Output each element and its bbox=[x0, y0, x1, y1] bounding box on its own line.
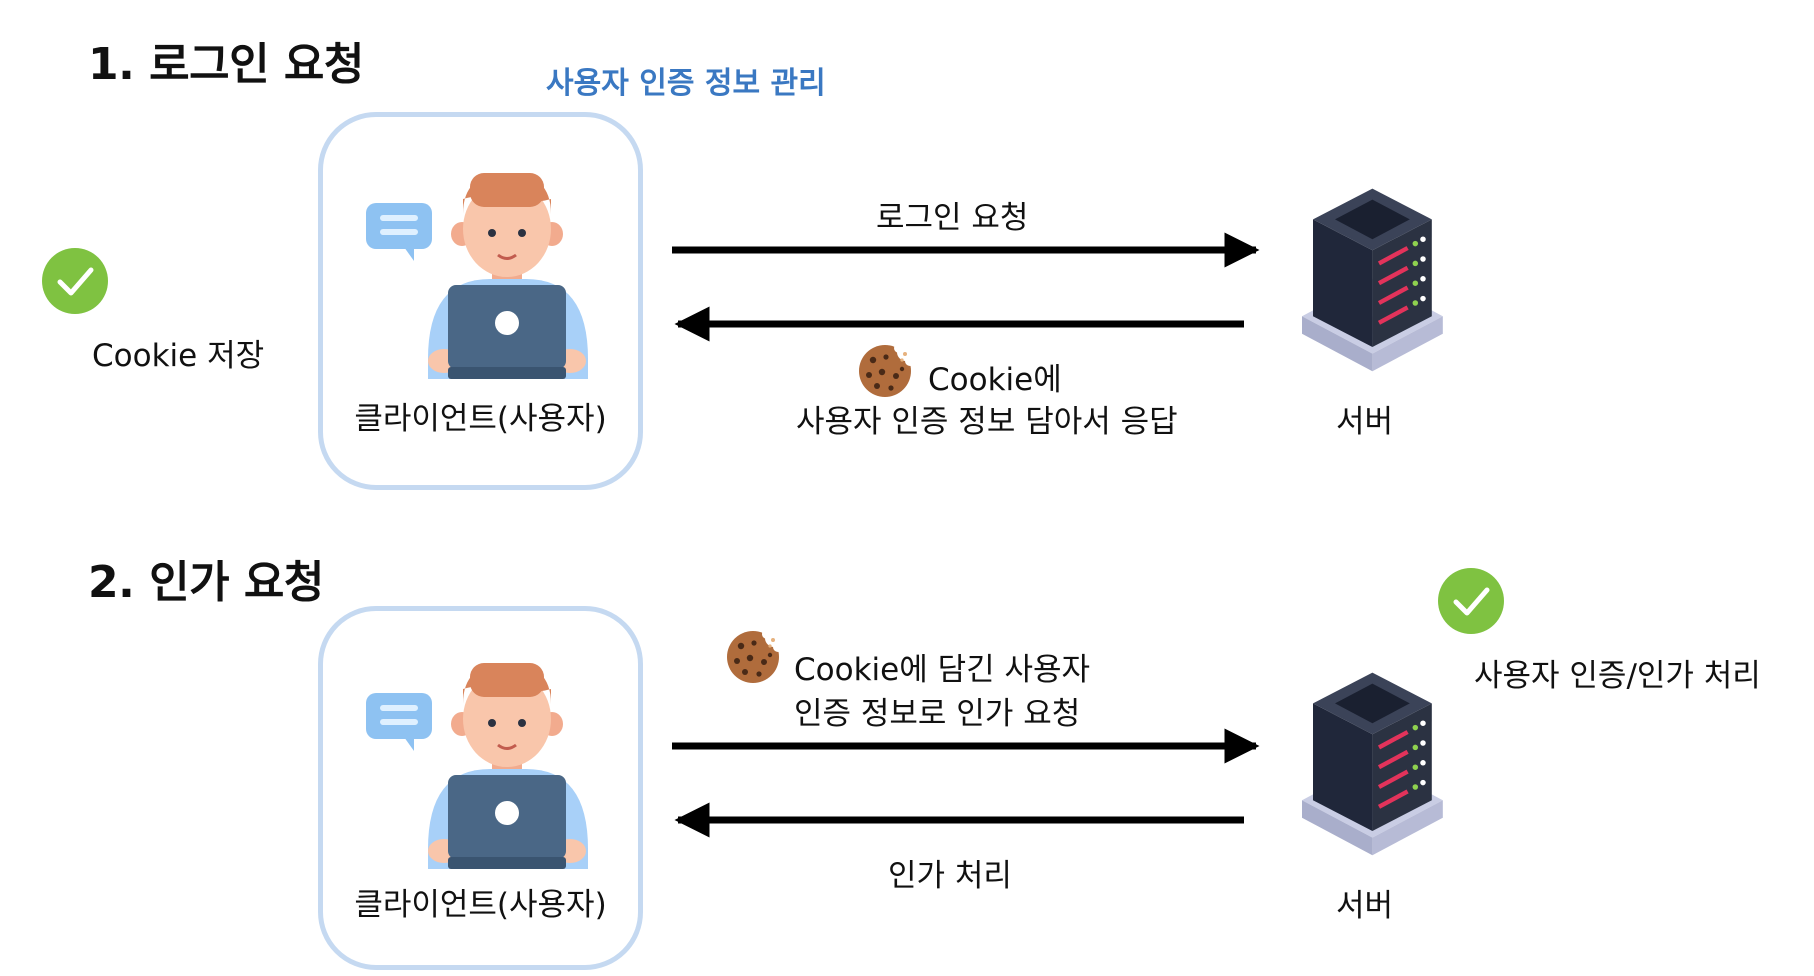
response-line-1: Cookie에 bbox=[928, 362, 1062, 398]
server-process-label: 사용자 인증/인가 처리 bbox=[1474, 658, 1761, 694]
server-label: 서버 bbox=[1336, 404, 1394, 440]
section-1-title: 1. 로그인 요청 bbox=[88, 39, 364, 90]
client-box-2: 클라이언트(사용자) bbox=[318, 606, 643, 970]
section-2-title: 2. 인가 요청 bbox=[88, 557, 324, 608]
authz-response-label: 인가 처리 bbox=[888, 858, 1012, 894]
client-label: 클라이언트(사용자) bbox=[354, 401, 607, 437]
server-rack-icon-2 bbox=[1302, 666, 1452, 856]
client-label-2: 클라이언트(사용자) bbox=[354, 887, 607, 923]
check-icon-2 bbox=[1438, 568, 1504, 634]
authz-request-line-1: Cookie에 담긴 사용자 bbox=[794, 652, 1091, 688]
response-line-2: 사용자 인증 정보 담아서 응답 bbox=[796, 404, 1178, 440]
managed-label: 사용자 인증 정보 관리 bbox=[546, 66, 826, 101]
cookie-store-label: Cookie 저장 bbox=[92, 338, 265, 374]
authz-request-line-2: 인증 정보로 인가 요청 bbox=[794, 696, 1081, 732]
client-box: 클라이언트(사용자) bbox=[318, 112, 643, 490]
login-request-label: 로그인 요청 bbox=[876, 200, 1029, 236]
server-label-2: 서버 bbox=[1336, 888, 1394, 924]
